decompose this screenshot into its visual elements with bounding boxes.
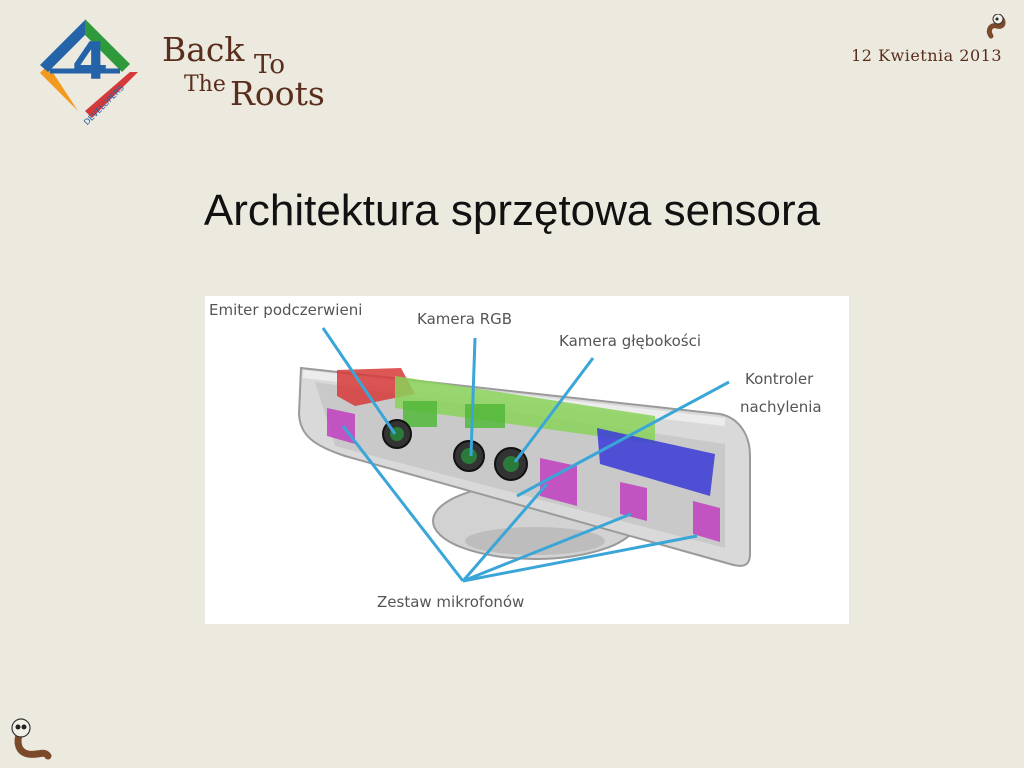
label-ir-emitter: Emiter podczerwieni [209,300,362,320]
slide-title: Architektura sprzętowa sensora [0,186,1024,236]
worm-mascot-icon [8,716,54,762]
label-microphone-array: Zestaw mikrofonów [377,592,524,612]
wordmark-the: The [184,72,226,97]
4developers-logo: 4 DEVELOPERS [30,15,140,125]
svg-text:4: 4 [72,32,108,92]
label-tilt-controller-line2: nachylenia [740,397,822,417]
label-rgb-camera: Kamera RGB [417,309,512,329]
wordmark-roots: Roots [230,74,325,113]
back-to-the-roots-logo: Back To The Roots [162,30,332,110]
event-date: 12 Kwietnia 2013 [851,46,1002,65]
kinect-architecture-diagram: Emiter podczerwieni Kamera RGB Kamera gł… [205,296,849,624]
label-depth-camera: Kamera głębokości [559,331,701,351]
kinect-sensor-illustration [205,296,849,624]
wordmark-back: Back [162,30,244,69]
worm-mascot-icon [985,14,1009,40]
label-tilt-controller-line1: Kontroler [745,369,813,389]
